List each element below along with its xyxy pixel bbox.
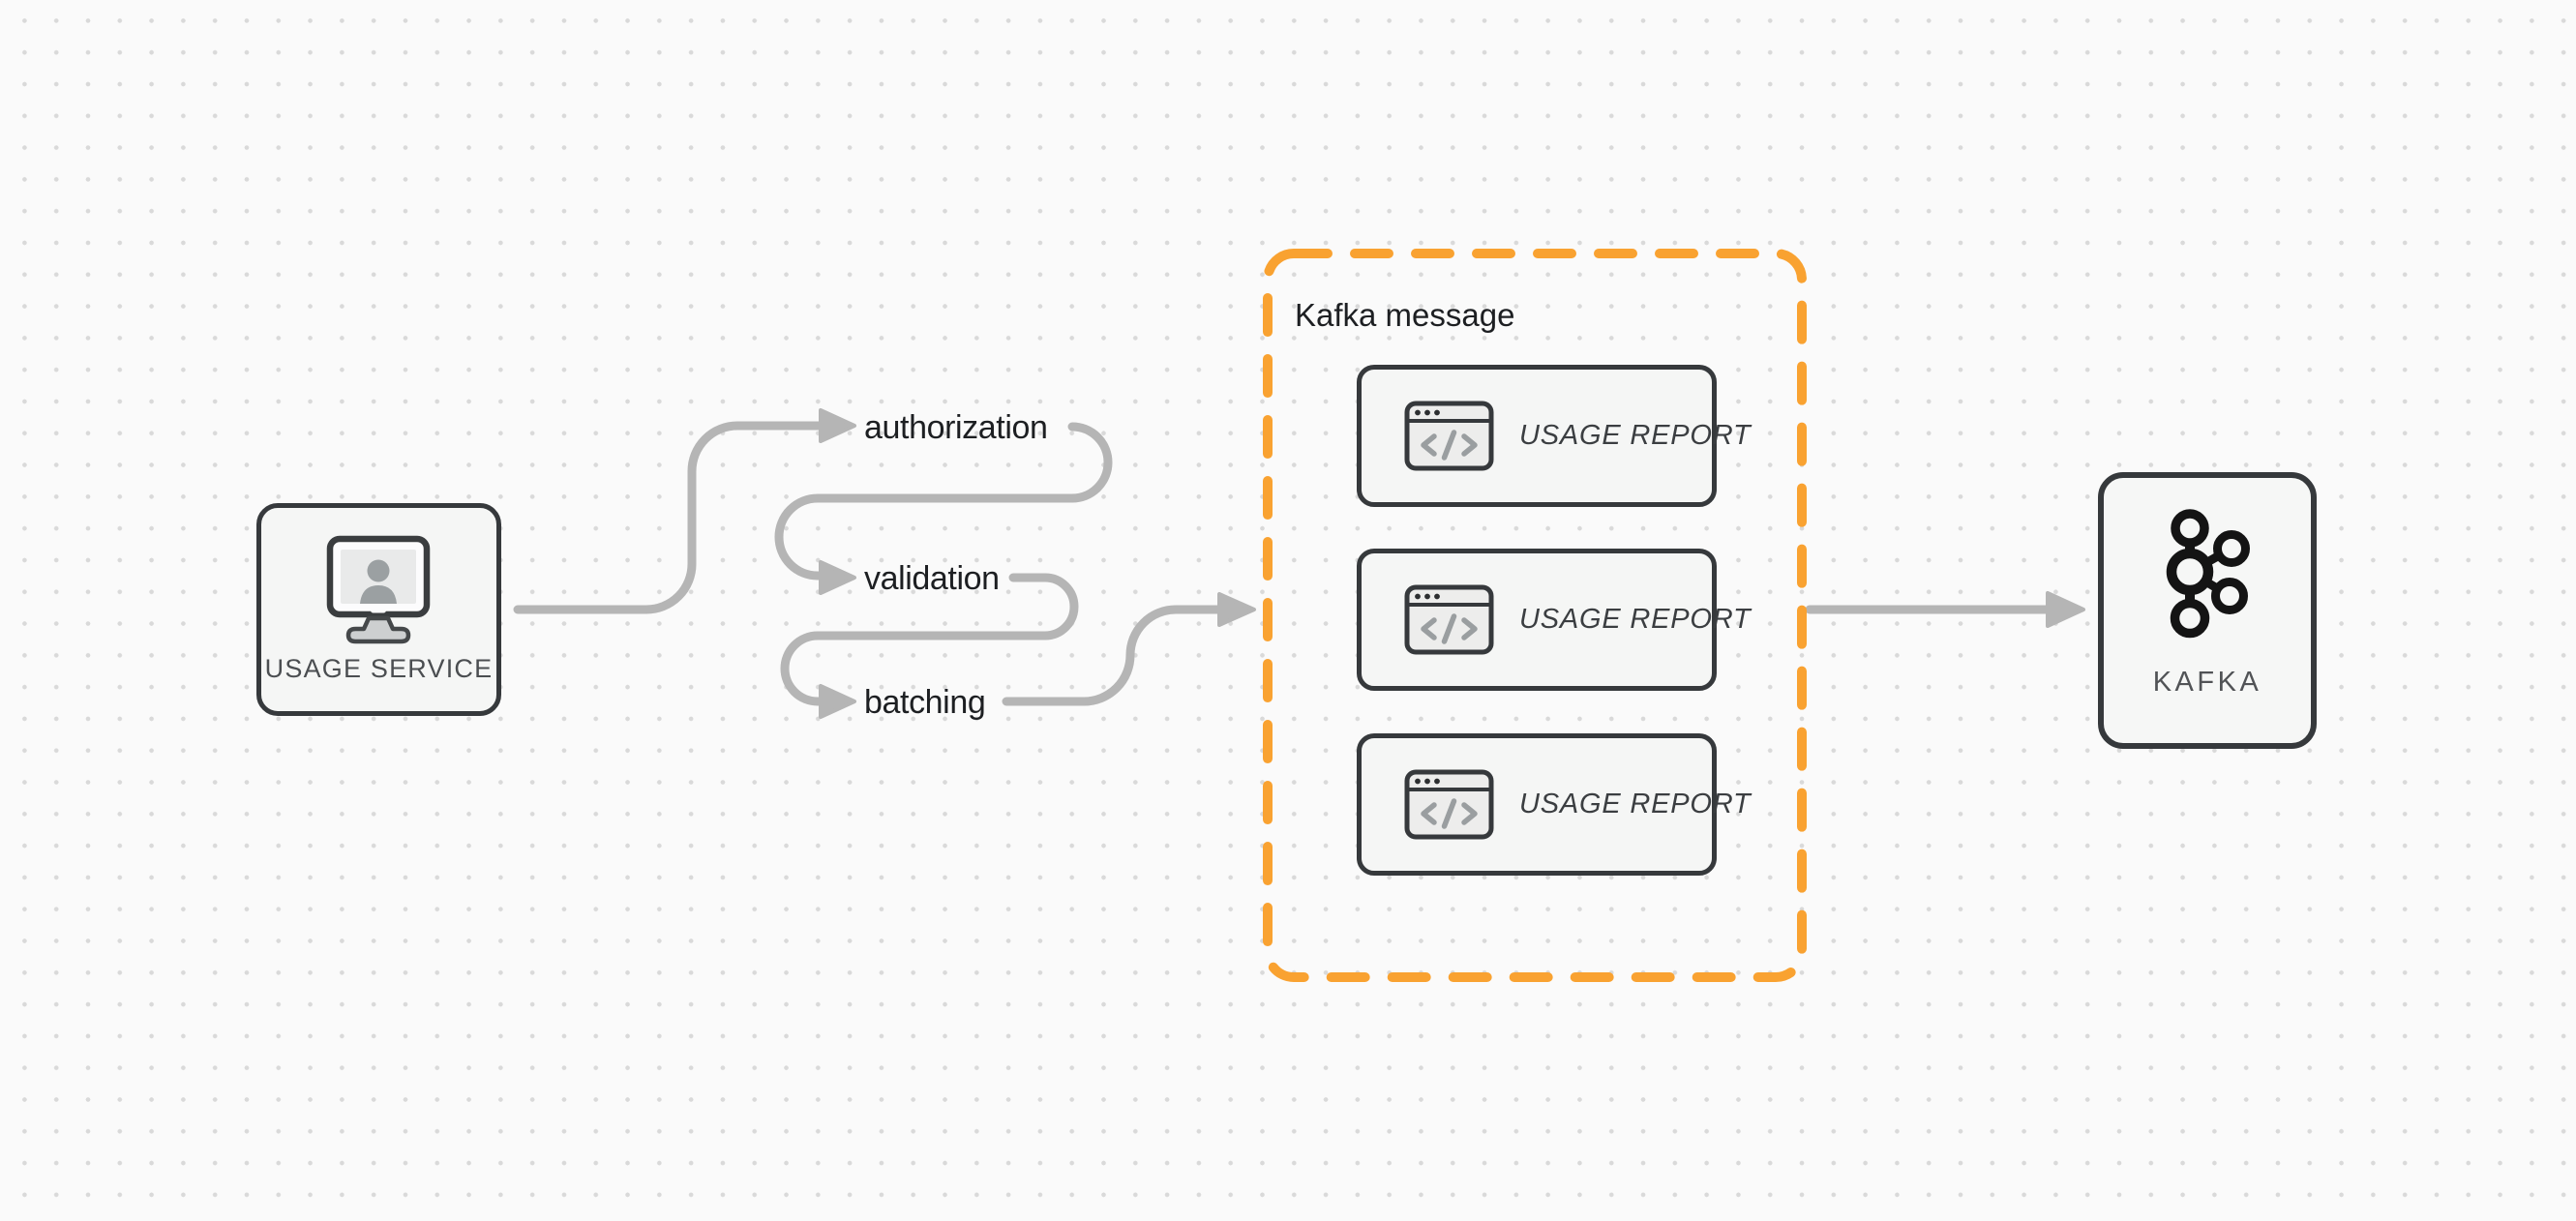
kafka-logo-icon	[2166, 509, 2250, 639]
kafka-message-group-title: Kafka message	[1295, 297, 1515, 333]
usage-report-card: USAGE REPORT	[1357, 365, 1751, 517]
code-window-icon	[1404, 584, 1494, 655]
usage-report-label: USAGE REPORT	[1519, 789, 1752, 819]
usage-service-label: USAGE SERVICE	[264, 654, 494, 683]
step-label-batching: batching	[864, 684, 986, 721]
kafka-node: KAFKA	[2098, 472, 2317, 749]
usage-report-label: USAGE REPORT	[1519, 420, 1752, 451]
code-window-icon	[1404, 401, 1494, 471]
arrow-authorization-to-validation	[774, 422, 1113, 595]
arrow-batching-to-kafka-message	[1002, 592, 1256, 706]
arrow-validation-to-batching	[780, 573, 1079, 719]
step-label-validation: validation	[864, 560, 1000, 597]
arrow-usage-service-to-authorization	[513, 408, 856, 614]
usage-report-card: USAGE REPORT	[1357, 733, 1751, 885]
usage-report-card: USAGE REPORT	[1357, 549, 1751, 700]
kafka-message-group-border	[1263, 249, 1807, 982]
kafka-label: KAFKA	[2152, 667, 2262, 698]
code-window-icon	[1404, 769, 1494, 840]
step-label-authorization: authorization	[864, 409, 1048, 446]
usage-service-node: USAGE SERVICE	[256, 503, 501, 716]
arrow-kafka-message-to-kafka	[1805, 591, 2085, 628]
monitor-user-icon	[326, 535, 431, 644]
usage-report-label: USAGE REPORT	[1519, 604, 1752, 635]
